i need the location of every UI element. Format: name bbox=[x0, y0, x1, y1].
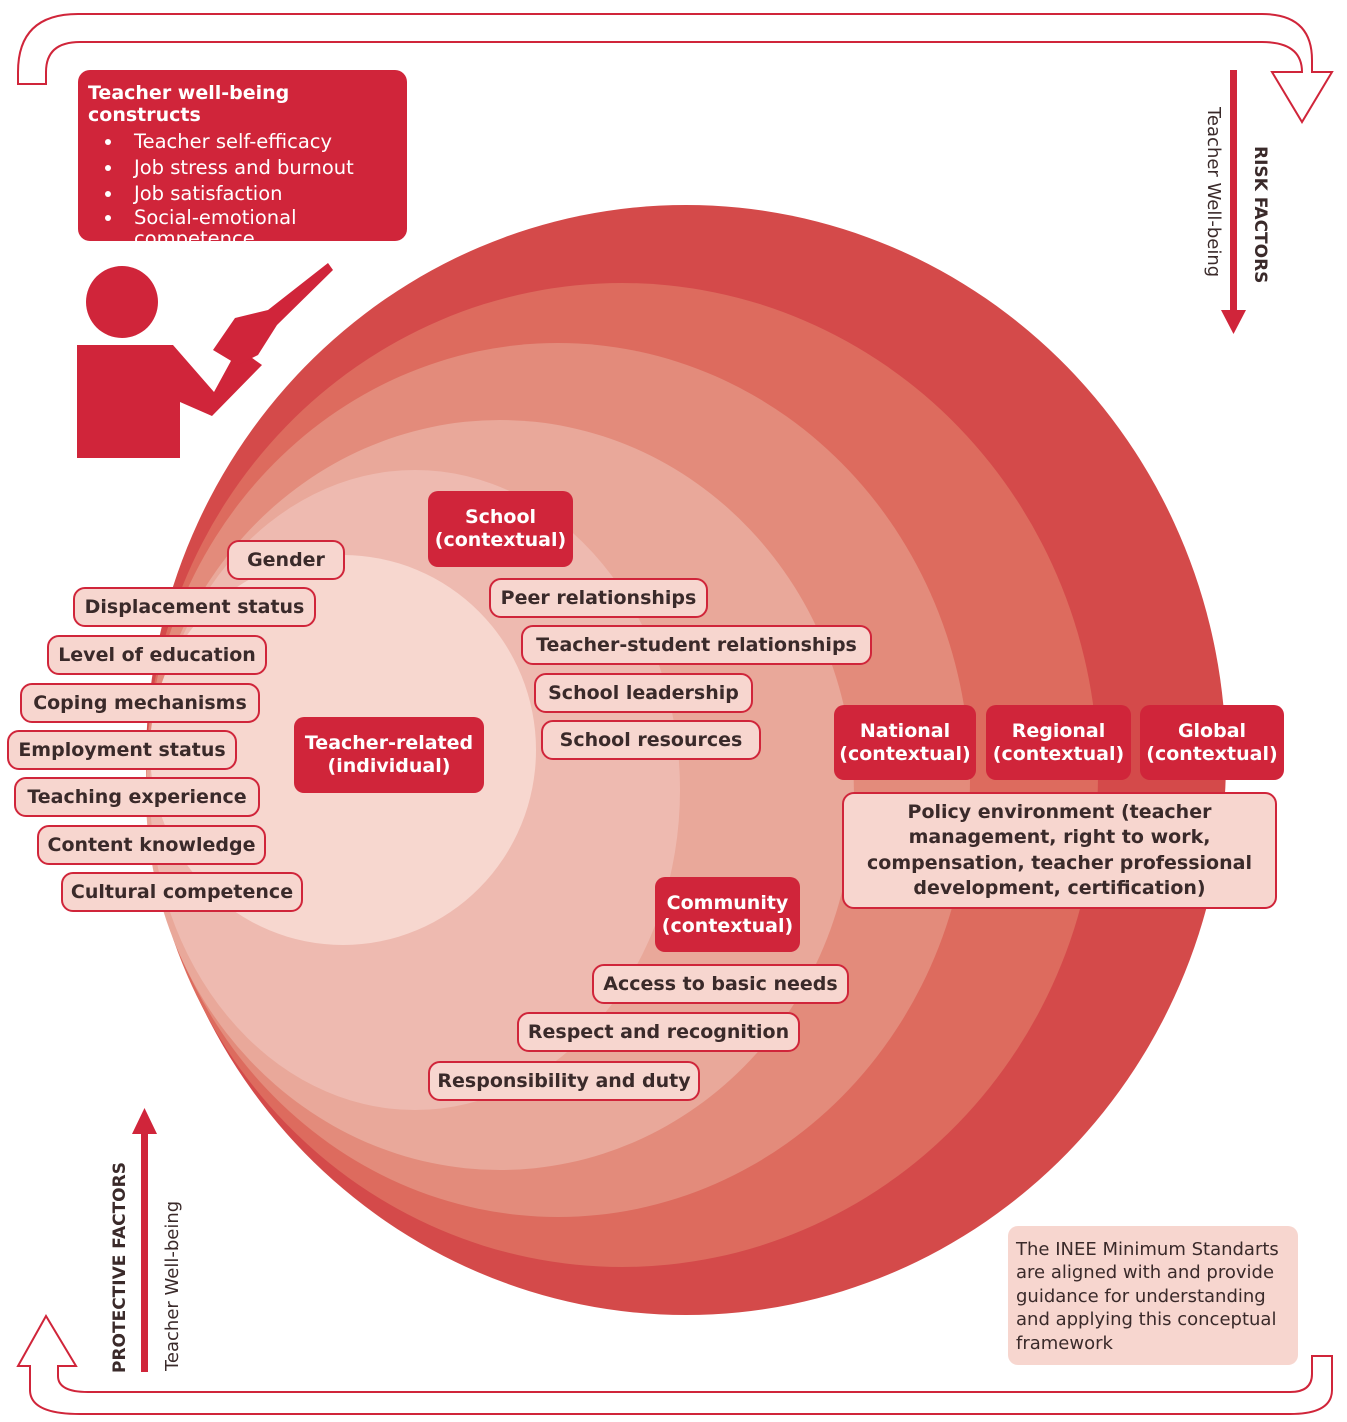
protective-arrow-icon bbox=[132, 1108, 157, 1372]
level-community: Community (contextual) bbox=[655, 877, 800, 952]
level-individual: Teacher-related (individual) bbox=[294, 717, 484, 793]
factor-pill: Respect and recognition bbox=[517, 1012, 800, 1052]
policy-box: Policy environment (teacher management, … bbox=[842, 792, 1277, 909]
inee-note: The INEE Minimum Standarts are aligned w… bbox=[1008, 1226, 1298, 1365]
constructs-title: Teacher well-being constructs bbox=[88, 82, 290, 126]
factor-pill: Responsibility and duty bbox=[428, 1061, 700, 1101]
protective-subtitle-label: Teacher Well-being bbox=[162, 1200, 183, 1371]
risk-arrow-icon bbox=[1221, 70, 1246, 334]
constructs-item: Job satisfaction bbox=[124, 181, 397, 207]
level-regional: Regional (contextual) bbox=[986, 705, 1131, 780]
factor-pill: Displacement status bbox=[73, 587, 316, 627]
factor-pill: Coping mechanisms bbox=[20, 683, 260, 723]
factor-pill: Gender bbox=[227, 540, 345, 580]
factor-pill: Level of education bbox=[47, 635, 267, 675]
teacher-figure-icon bbox=[77, 263, 333, 458]
level-national: National (contextual) bbox=[834, 705, 976, 780]
factor-pill: Content knowledge bbox=[37, 825, 266, 865]
cycle-arrow-bottom bbox=[16, 1314, 1333, 1415]
factor-pill: Teaching experience bbox=[14, 777, 260, 817]
factor-pill: Employment status bbox=[7, 730, 237, 770]
factor-pill: Peer relationships bbox=[489, 578, 708, 618]
constructs-item: Teacher self-efficacy bbox=[124, 129, 397, 155]
risk-factors-label: RISK FACTORS bbox=[1250, 146, 1270, 284]
constructs-item: Social-emotional competence bbox=[124, 207, 397, 250]
constructs-item: Job stress and burnout bbox=[124, 155, 397, 181]
constructs-list: Teacher self-efficacy Job stress and bur… bbox=[88, 129, 397, 250]
risk-subtitle-label: Teacher Well-being bbox=[1203, 107, 1224, 278]
factor-pill: School resources bbox=[541, 720, 761, 760]
level-school: School (contextual) bbox=[428, 491, 573, 567]
factor-pill: Teacher-student relationships bbox=[521, 625, 872, 665]
factor-pill: Access to basic needs bbox=[592, 964, 849, 1004]
protective-factors-label: PROTECTIVE FACTORS bbox=[110, 1162, 130, 1373]
constructs-box: Teacher well-being constructs Teacher se… bbox=[78, 70, 407, 249]
factor-pill: School leadership bbox=[534, 673, 753, 713]
cycle-arrow-top bbox=[17, 13, 1334, 124]
level-global: Global (contextual) bbox=[1140, 705, 1284, 780]
factor-pill: Cultural competence bbox=[61, 872, 303, 912]
